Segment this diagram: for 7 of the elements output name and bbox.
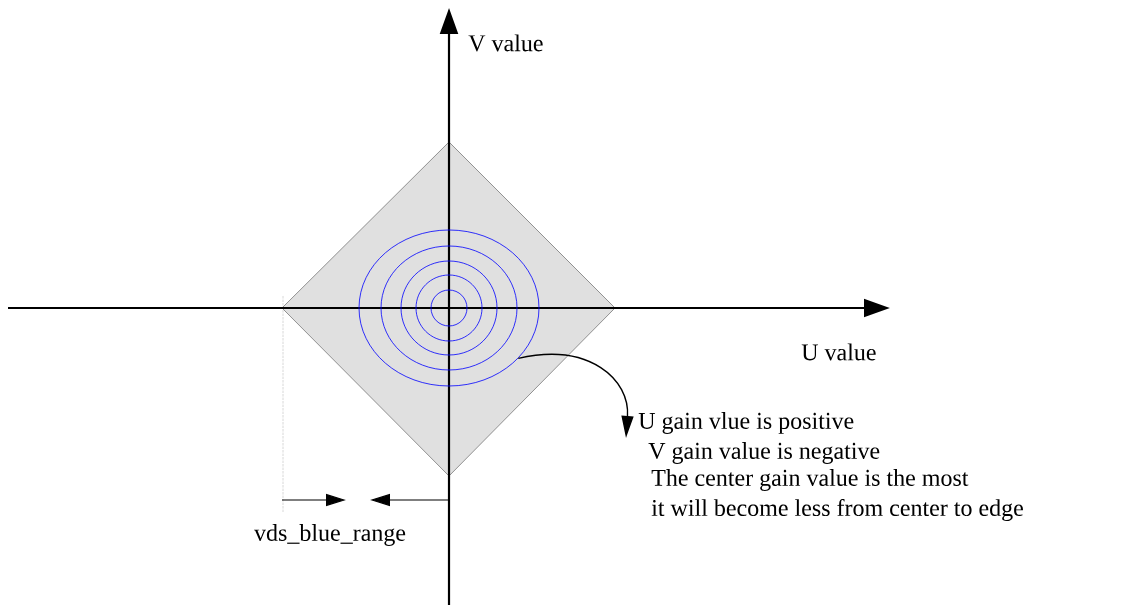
note-text: U gain vlue is positive V gain value is negative <box>638 412 880 464</box>
note-text: it will become less from center to edge <box>651 498 1023 522</box>
axis-label: U value <box>801 343 876 361</box>
concentric-ellipses <box>358 229 540 387</box>
dimension-label: vds_blue_range <box>254 524 406 546</box>
axis-label: V value <box>468 34 543 52</box>
note-text: The center gain value is the most <box>651 469 969 491</box>
